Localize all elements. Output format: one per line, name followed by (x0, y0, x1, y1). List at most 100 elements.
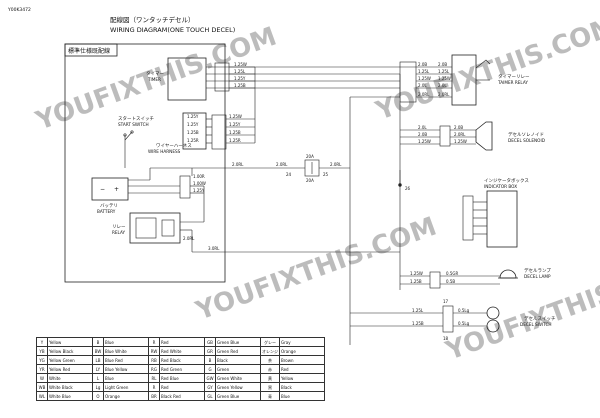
svg-text:WIRE HARNESS: WIRE HARNESS (148, 149, 181, 154)
wire-harness: ワイヤーハーネス WIRE HARNESS (148, 143, 192, 154)
legend-color: Blue (103, 373, 149, 383)
decel-lamp-labels: 1.25W 1.25B 0.5GR 0.5B (410, 271, 458, 284)
svg-text:1.25W: 1.25W (234, 62, 247, 67)
svg-text:2.0RL: 2.0RL (232, 162, 244, 167)
legend-color: Blue Yellow (103, 364, 149, 374)
legend-code: LB (92, 355, 104, 365)
indicator-box-wires (462, 195, 487, 241)
svg-text:1.25B: 1.25B (234, 83, 246, 88)
svg-text:1.25Y: 1.25Y (187, 122, 199, 127)
legend-code: W (36, 373, 48, 383)
svg-text:インジケータボックス: インジケータボックス (484, 177, 529, 184)
decel-solenoid: デセルソレノイド DECEL SOLENOID (475, 121, 545, 151)
legend-color: Orange (103, 391, 149, 401)
svg-text:2.0RL: 2.0RL (183, 236, 195, 241)
legend-color: Green Blue (215, 337, 261, 347)
svg-text:DECEL SOLENOID: DECEL SOLENOID (508, 138, 545, 143)
svg-text:1.25W: 1.25W (410, 271, 423, 276)
svg-text:スタートスイッチ: スタートスイッチ (118, 115, 154, 122)
svg-text:INDICATOR BOX: INDICATOR BOX (484, 184, 517, 189)
legend-color: Black (215, 355, 261, 365)
svg-text:1.25R: 1.25R (229, 138, 241, 143)
legend-code: RB (148, 355, 160, 365)
legend-color: Red (279, 364, 325, 374)
svg-text:タイマー: タイマー (146, 70, 164, 77)
legend-color: Blue (279, 391, 325, 401)
indicator-box: インジケータボックス INDICATOR BOX (484, 177, 529, 248)
legend-code: YB (36, 346, 48, 356)
svg-text:2.0B: 2.0B (438, 62, 447, 67)
legend-color: Red Black (159, 355, 205, 365)
svg-text:2.0B: 2.0B (418, 62, 427, 67)
legend-color: Green (215, 364, 261, 374)
timer: タイマー TIMER (146, 57, 207, 101)
legend-code: Lg (92, 382, 104, 392)
battery: − + バッテリ BATTERY (91, 177, 129, 214)
title-jp: 配線図（ワンタッチデセル） (110, 15, 195, 24)
legend-color: Red (159, 337, 205, 347)
legend-code: 赤 (260, 364, 280, 374)
timer-wire-labels: 1.25W 1.25L 1.25Y 1.25B (234, 62, 247, 88)
timer-relay-wires (399, 59, 491, 103)
legend-code: RW (148, 346, 160, 356)
legend-code: G (204, 364, 216, 374)
svg-text:1.25Y: 1.25Y (187, 114, 199, 119)
legend-code: GL (204, 391, 216, 401)
svg-text:デセルランプ: デセルランプ (524, 267, 551, 274)
svg-text:1.25B: 1.25B (229, 130, 241, 135)
legend-code: Y (36, 337, 48, 347)
legend-color: Yellow Black (47, 346, 93, 356)
svg-text:1.25B: 1.25B (410, 279, 422, 284)
trunk-line (255, 96, 400, 345)
decel-solenoid-wires (398, 74, 476, 290)
legend-code: 青 (260, 391, 280, 401)
legend-color: Red White (159, 346, 205, 356)
start-switch: スタートスイッチ START SWITCH (118, 112, 207, 150)
legend-color: White (47, 373, 93, 383)
svg-text:DECEL SWITCH: DECEL SWITCH (520, 322, 552, 327)
svg-text:DECEL LAMP: DECEL LAMP (524, 274, 551, 279)
decel-lamp: デセルランプ DECEL LAMP (498, 267, 551, 279)
legend-code: 黄 (260, 373, 280, 383)
legend-code: WL (36, 391, 48, 401)
legend-code: YR (36, 364, 48, 374)
svg-text:2.0RL: 2.0RL (438, 92, 450, 97)
decel-switch-wires (350, 305, 487, 333)
svg-text:2.0RL: 2.0RL (330, 162, 342, 167)
svg-text:TAIMER RELAY: TAIMER RELAY (497, 80, 528, 85)
svg-text:1.25B: 1.25B (187, 130, 199, 135)
legend-color: Light Green (103, 382, 149, 392)
legend-code: GY (204, 382, 216, 392)
legend-color: Yellow Green (47, 355, 93, 365)
svg-text:2.0L: 2.0L (418, 125, 427, 130)
svg-text:17: 17 (443, 299, 449, 304)
legend-code: グレー (260, 337, 280, 347)
legend-code: B (92, 337, 104, 347)
svg-text:1.25B: 1.25B (412, 321, 424, 326)
svg-text:2.0L: 2.0L (438, 83, 447, 88)
legend-code: RL (148, 373, 160, 383)
legend-color: Red (159, 382, 205, 392)
svg-text:3.0RL: 3.0RL (208, 246, 220, 251)
legend-color: White Black (47, 382, 93, 392)
svg-text:2.0RL: 2.0RL (276, 162, 288, 167)
svg-text:1.25W: 1.25W (418, 139, 431, 144)
legend-color: Blue White (103, 346, 149, 356)
legend-code: R (148, 337, 160, 347)
svg-text:YOUFIXTHIS.COM: YOUFIXTHIS.COM (191, 212, 440, 327)
svg-text:0.5GR: 0.5GR (446, 271, 458, 276)
relay-wires (180, 168, 400, 253)
svg-text:1.25L: 1.25L (418, 69, 430, 74)
legend-color: Green White (215, 373, 261, 383)
svg-text:20A: 20A (306, 154, 314, 159)
legend-code: L (92, 373, 104, 383)
legend-color: Brown (279, 355, 325, 365)
svg-text:2.0RL: 2.0RL (454, 132, 466, 137)
svg-text:0.5B: 0.5B (446, 279, 455, 284)
legend-code: GB (204, 337, 216, 347)
legend-code: 茶 (260, 355, 280, 365)
